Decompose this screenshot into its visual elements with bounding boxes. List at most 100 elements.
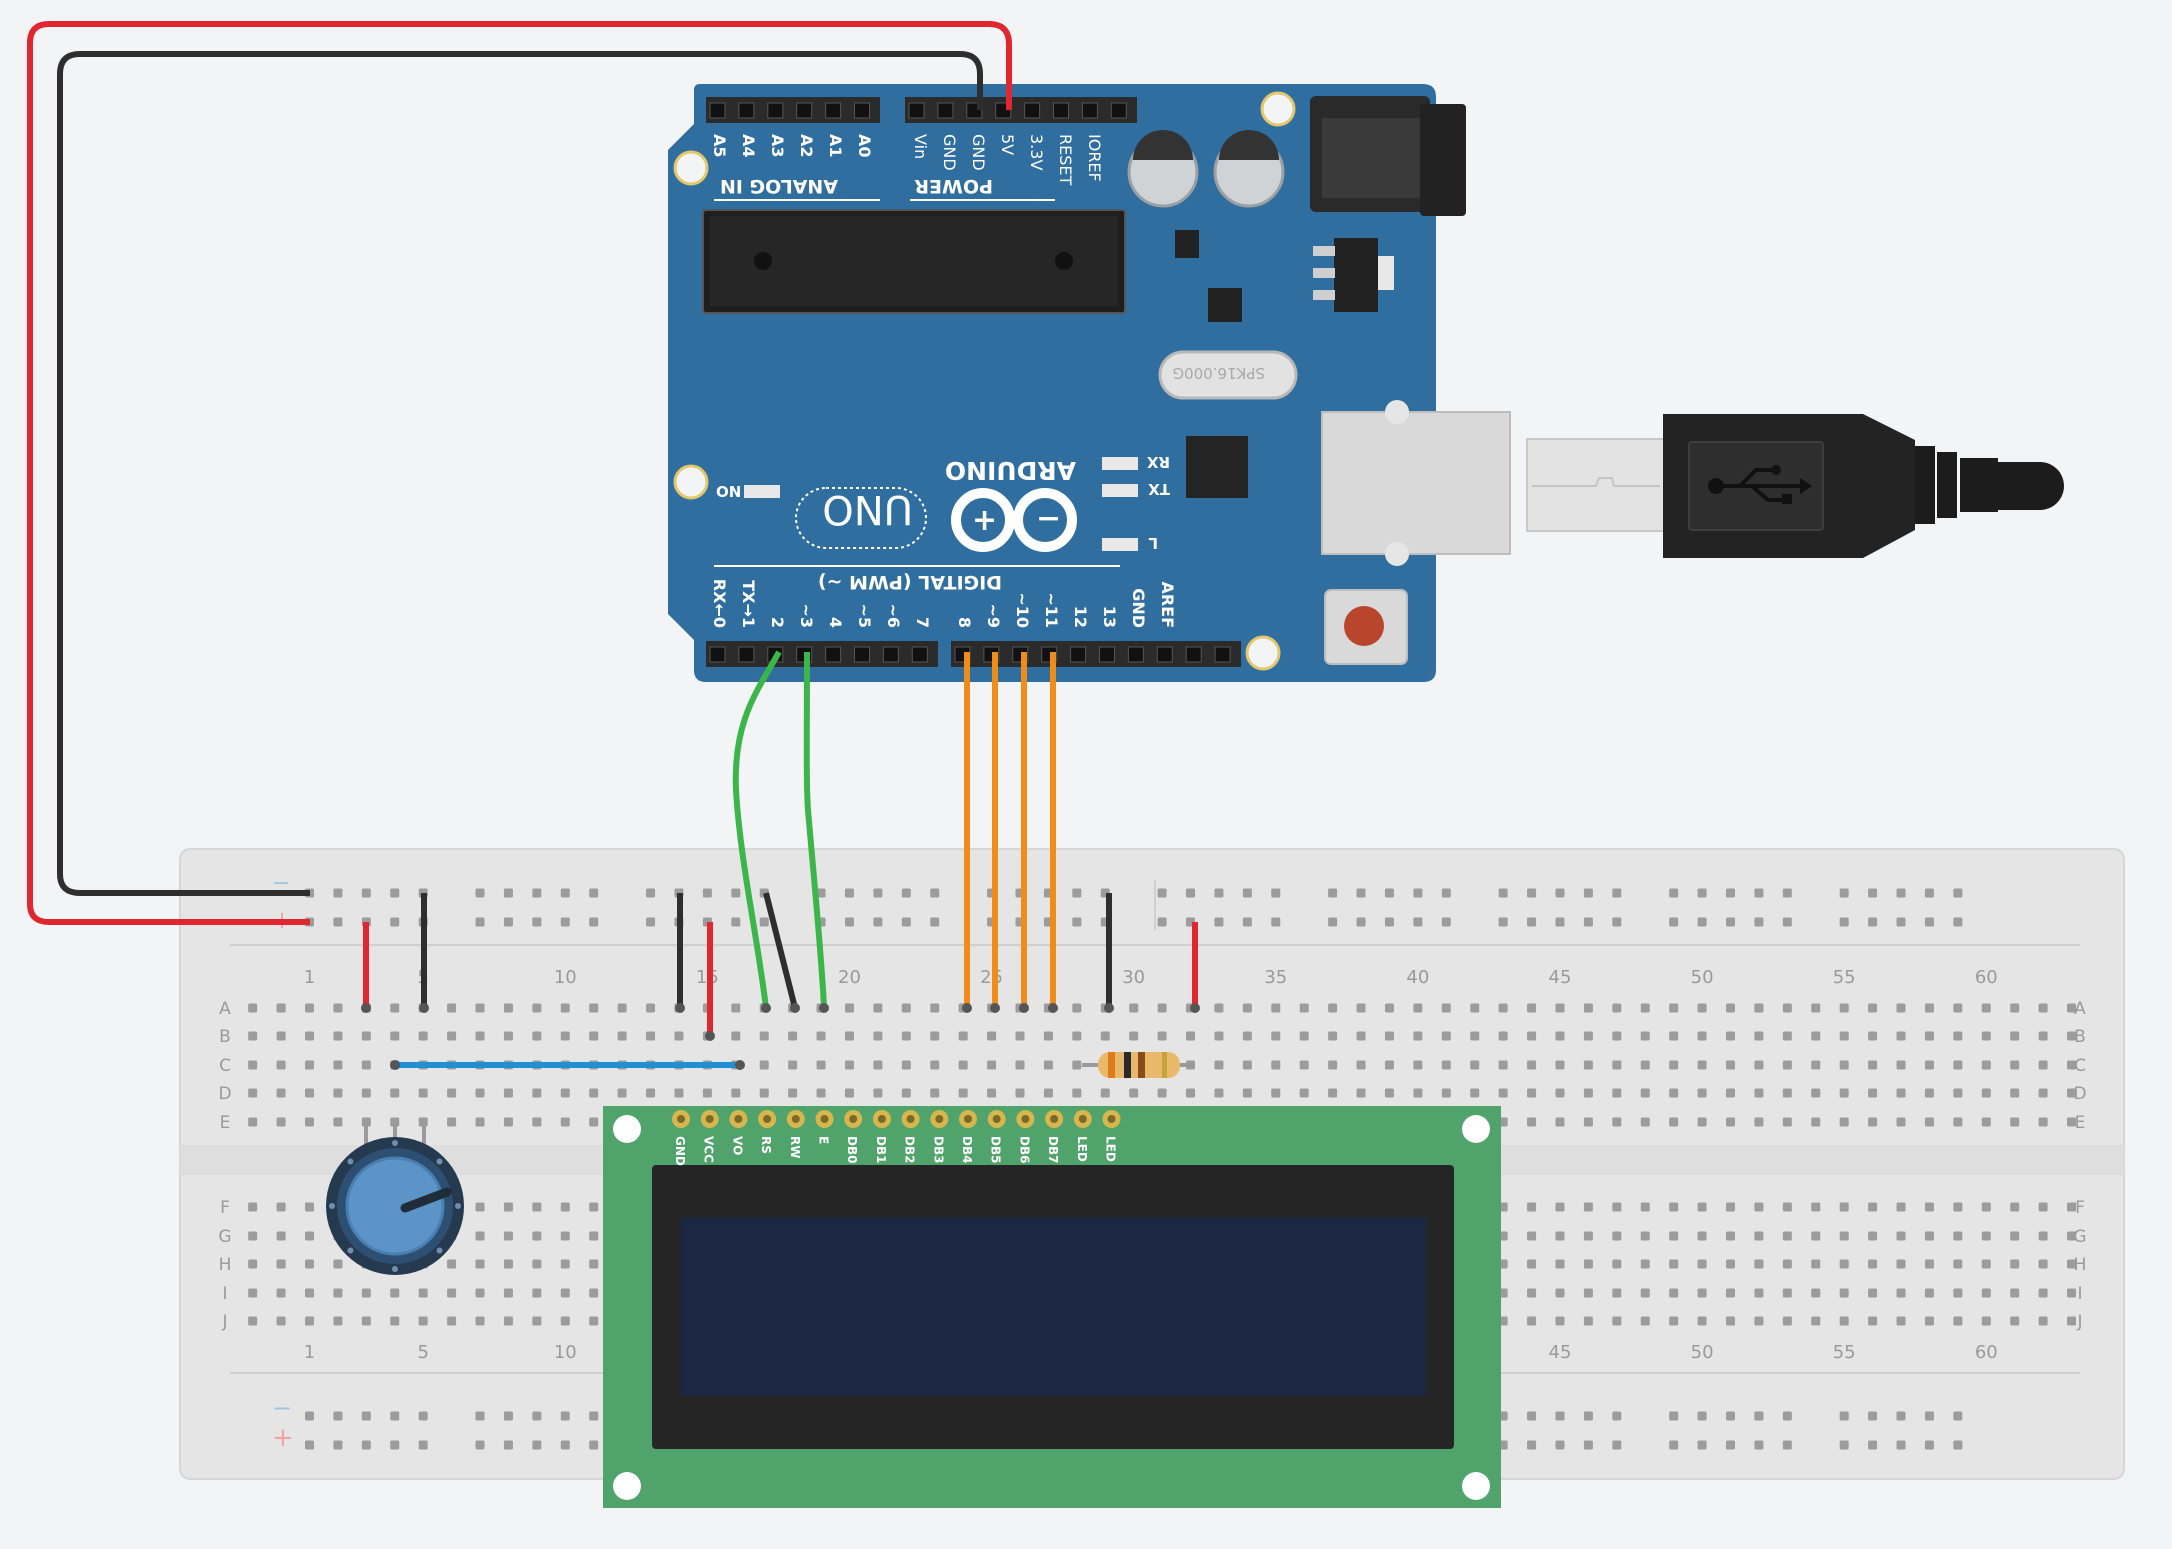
chip-notch: [754, 252, 772, 270]
wire-gnd-black: [57, 51, 983, 896]
row-label: D: [218, 1084, 231, 1104]
pot-knob[interactable]: [345, 1156, 445, 1256]
breadboard-hole: [503, 1259, 513, 1269]
wire-endpoint: [1019, 1003, 1029, 1013]
breadboard-hole: [1242, 888, 1252, 898]
breadboard-hole: [1100, 1031, 1110, 1041]
breadboard-hole: [958, 1088, 968, 1098]
breadboard-hole: [1186, 1031, 1196, 1041]
breadboard-hole: [1981, 1259, 1991, 1269]
column-label: 30: [1122, 967, 1145, 988]
breadboard-hole: [1839, 1288, 1849, 1298]
wire-endpoint: [1104, 1003, 1114, 1013]
breadboard-hole: [1043, 1060, 1053, 1070]
breadboard-hole: [1839, 1003, 1849, 1013]
breadboard-hole: [361, 1411, 371, 1421]
breadboard-hole: [759, 1060, 769, 1070]
header-pin: [1070, 646, 1087, 663]
breadboard-hole: [1754, 1003, 1764, 1013]
breadboard-hole: [1157, 917, 1167, 927]
breadboard-hole: [276, 1003, 286, 1013]
breadboard-hole: [390, 1003, 400, 1013]
breadboard-hole: [1669, 1088, 1679, 1098]
breadboard-hole: [987, 1060, 997, 1070]
resistor-band: [1162, 1052, 1167, 1078]
pin-label: ~10: [1013, 592, 1032, 628]
led-tx: [1102, 484, 1138, 497]
breadboard-hole: [1726, 888, 1735, 898]
pin-label: IOREF: [1085, 134, 1104, 182]
row-label: H: [2074, 1255, 2087, 1275]
potentiometer[interactable]: [326, 1120, 464, 1275]
breadboard-hole: [1669, 1031, 1679, 1041]
lcd-mount-hole: [613, 1115, 641, 1143]
breadboard-hole: [844, 888, 854, 898]
breadboard-hole: [2010, 1202, 2020, 1212]
lcd-pin-label: DB3: [931, 1136, 945, 1163]
breadboard-hole: [1839, 1259, 1849, 1269]
header-pin: [738, 646, 755, 663]
wire-endpoint: [962, 1003, 972, 1013]
row-label: A: [2074, 999, 2086, 1019]
breadboard-hole: [333, 1003, 343, 1013]
lcd-pin-label: VO: [730, 1136, 744, 1155]
breadboard-hole: [503, 1031, 513, 1041]
wire-endpoint: [1048, 1003, 1058, 1013]
breadboard-hole: [1726, 1259, 1735, 1269]
breadboard-hole: [1555, 1003, 1565, 1013]
breadboard-hole: [1726, 1288, 1735, 1298]
breadboard-hole: [1214, 917, 1224, 927]
breadboard-hole: [276, 1202, 286, 1212]
breadboard-hole: [390, 1440, 400, 1450]
breadboard-hole: [1583, 1231, 1593, 1241]
breadboard-hole: [532, 1031, 542, 1041]
column-label: 10: [554, 967, 577, 988]
breadboard-hole: [1299, 1060, 1309, 1070]
breadboard-hole: [475, 1202, 485, 1212]
breadboard-hole: [930, 1060, 940, 1070]
breadboard-hole: [1640, 1088, 1650, 1098]
wire-endpoint: [675, 1003, 685, 1013]
breadboard-hole: [1555, 1088, 1565, 1098]
header-pin: [854, 646, 870, 663]
breadboard-hole: [930, 917, 940, 927]
pin-label: 7: [913, 617, 932, 628]
breadboard-hole: [532, 1202, 542, 1212]
breadboard-hole: [731, 1088, 741, 1098]
breadboard-hole: [873, 917, 883, 927]
lcd-pin-hole: [1107, 1115, 1116, 1123]
breadboard-hole: [1527, 888, 1537, 898]
breadboard-hole: [1868, 1202, 1878, 1212]
breadboard-hole: [1726, 1316, 1735, 1326]
breadboard-hole: [475, 1003, 485, 1013]
analog-in-label: ANALOG IN: [720, 175, 838, 197]
breadboard-hole: [2010, 1316, 2020, 1326]
breadboard-hole: [930, 1003, 940, 1013]
pin-label: ~5: [855, 603, 874, 628]
breadboard-hole: [873, 888, 883, 898]
breadboard-hole: [1527, 1117, 1537, 1127]
led-tx-label: TX: [1148, 480, 1170, 498]
breadboard-hole: [844, 1031, 854, 1041]
breadboard-hole: [1299, 1088, 1309, 1098]
pin-label: A4: [739, 134, 758, 158]
breadboard-hole: [589, 1202, 599, 1212]
breadboard-hole: [2010, 1259, 2020, 1269]
row-label: J: [221, 1312, 227, 1332]
usb-port-tab: [1385, 542, 1409, 566]
breadboard-hole: [617, 1088, 627, 1098]
breadboard-hole: [1953, 1288, 1963, 1298]
breadboard-hole: [1896, 1031, 1906, 1041]
led-on: [744, 485, 780, 498]
breadboard-hole: [1726, 1231, 1735, 1241]
breadboard-hole: [901, 1003, 911, 1013]
breadboard-hole: [447, 1288, 457, 1298]
breadboard-hole: [1811, 1117, 1821, 1127]
breadboard-hole: [1583, 1259, 1593, 1269]
breadboard-hole: [1583, 1440, 1593, 1450]
reset-button-cap[interactable]: [1344, 606, 1384, 646]
breadboard-hole: [418, 1031, 428, 1041]
breadboard-hole: [1839, 888, 1849, 898]
